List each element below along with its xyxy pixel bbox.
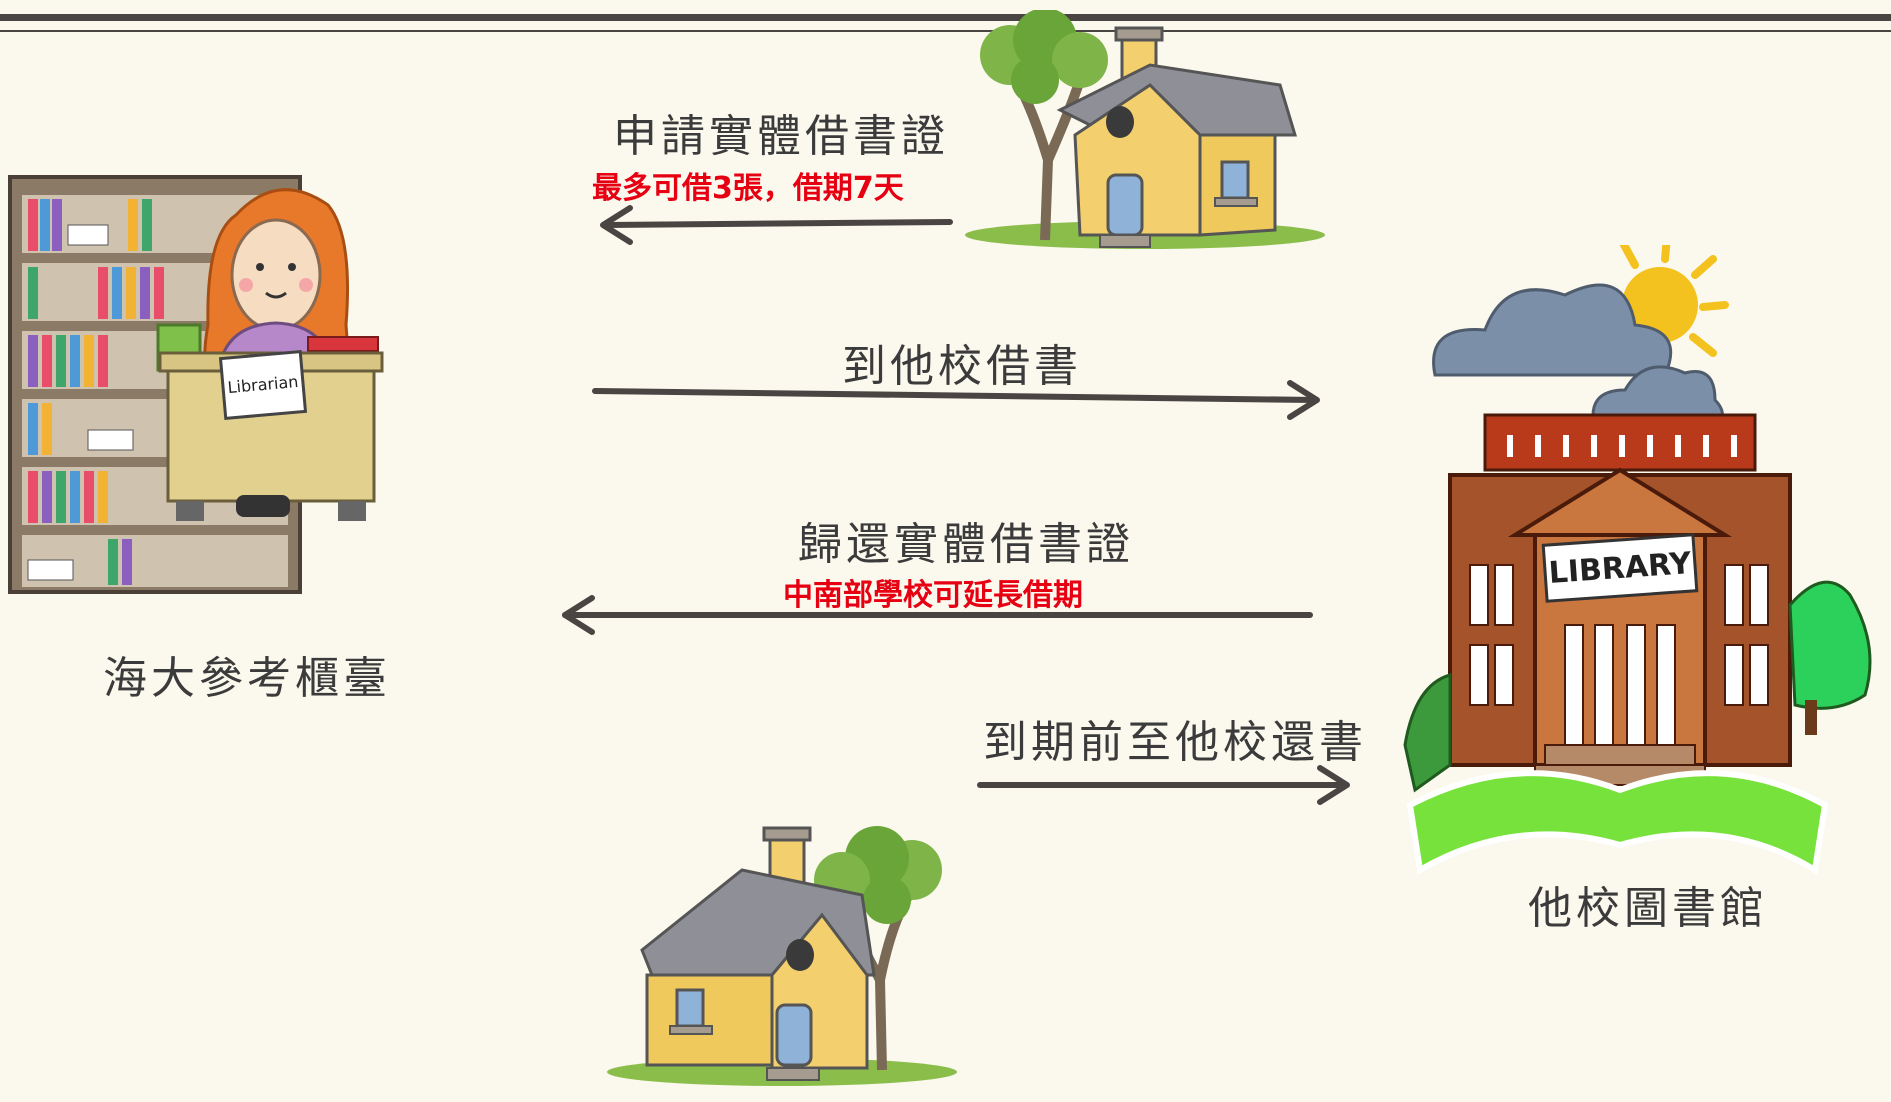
header-rule-thin bbox=[0, 30, 1891, 32]
left-node-caption: 海大參考櫃臺 bbox=[103, 653, 391, 704]
librarian-desk-icon: Librarian bbox=[8, 175, 384, 594]
house-tree-icon-bottom bbox=[607, 826, 957, 1086]
house-tree-icon-top bbox=[965, 10, 1325, 249]
arrow-step2-right bbox=[592, 380, 1320, 420]
step3-label: 歸還實體借書證 bbox=[798, 519, 1134, 570]
arrow-step4-right bbox=[977, 765, 1350, 805]
cloud-sun-icon bbox=[1432, 245, 1729, 432]
step1-note: 最多可借3張，借期7天 bbox=[592, 171, 904, 206]
header-rule-thick bbox=[0, 14, 1891, 21]
step3-note: 中南部學校可延長借期 bbox=[783, 578, 1083, 613]
step1-label: 申請實體借書證 bbox=[613, 111, 949, 162]
right-node-caption: 他校圖書館 bbox=[1528, 883, 1768, 934]
arrow-step3-left bbox=[562, 595, 1313, 635]
arrow-step1-left bbox=[600, 205, 953, 245]
step4-label: 到期前至他校還書 bbox=[983, 717, 1367, 768]
step2-label: 到他校借書 bbox=[842, 341, 1082, 392]
library-building-icon: LIBRARY bbox=[1403, 245, 1872, 875]
